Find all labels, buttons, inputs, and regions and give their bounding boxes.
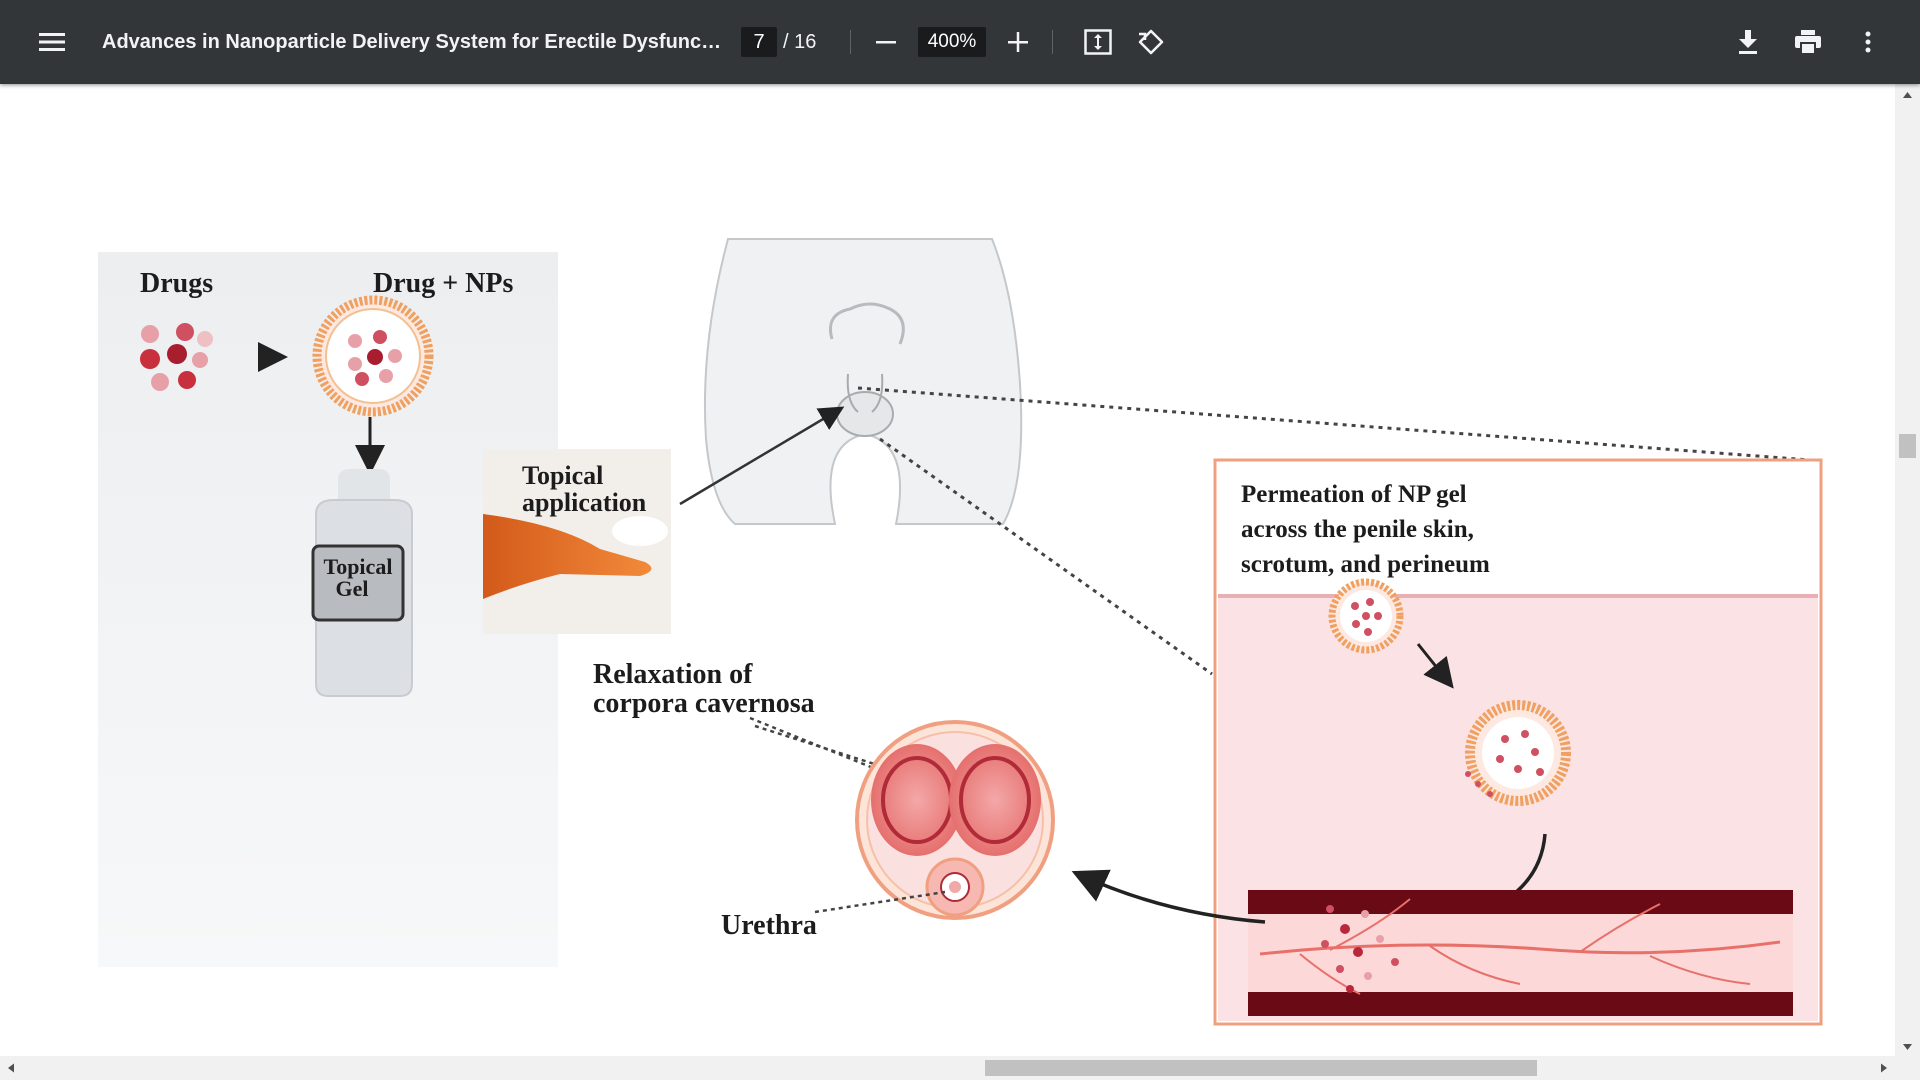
corpora-cavernosa-cross-section xyxy=(855,720,1055,920)
permeation-label-1: Permeation of NP gel xyxy=(1241,481,1467,508)
topical-application-label-1: Topical xyxy=(522,461,603,490)
drug-np-label: Drug + NPs xyxy=(373,268,514,299)
drugs-label: Drugs xyxy=(140,268,213,299)
nanoparticle-releasing xyxy=(1465,700,1571,806)
more-vert-icon[interactable] xyxy=(1848,22,1888,62)
relaxation-label-2: corpora cavernosa xyxy=(593,688,815,719)
topical-application-label-2: application xyxy=(522,488,647,517)
page-total: / 16 xyxy=(783,31,817,53)
topical-application-photo xyxy=(483,449,671,634)
pdf-viewport[interactable]: Drugs Drug + NPs xyxy=(0,84,1895,1056)
figure-canvas: Drugs Drug + NPs xyxy=(98,238,1823,1026)
arrow-down-right xyxy=(1416,643,1454,689)
page-number-input[interactable]: 7 xyxy=(741,27,777,57)
toolbar-divider xyxy=(1052,30,1053,54)
fit-to-page-icon[interactable] xyxy=(1078,22,1118,62)
topical-gel-label-1: Topical xyxy=(324,554,393,579)
scroll-down-icon xyxy=(1903,1044,1912,1050)
scroll-left-icon xyxy=(8,1063,14,1073)
topical-gel-label-2: Gel xyxy=(336,576,369,601)
scroll-up-icon xyxy=(1903,92,1912,98)
pdf-toolbar: Advances in Nanoparticle Delivery System… xyxy=(0,0,1920,84)
toolbar-divider xyxy=(850,30,851,54)
vertical-scrollbar[interactable] xyxy=(1895,84,1920,1056)
application-arrow xyxy=(679,406,845,506)
scroll-right-icon xyxy=(1881,1063,1887,1073)
urethra-pointer xyxy=(814,890,946,914)
zoom-level-input[interactable]: 400% xyxy=(918,27,986,57)
nanoparticle-permeating xyxy=(1328,578,1404,654)
hamburger-menu-icon[interactable] xyxy=(32,22,72,62)
body-silhouette xyxy=(703,238,1023,525)
arrow-to-cross-section xyxy=(1071,869,1266,924)
horizontal-scrollbar[interactable] xyxy=(0,1056,1920,1080)
plus-icon[interactable] xyxy=(998,22,1038,62)
document-title: Advances in Nanoparticle Delivery System… xyxy=(102,31,722,53)
relaxation-label-1: Relaxation of xyxy=(593,659,753,690)
vertical-scroll-thumb xyxy=(1899,434,1916,458)
urethra-label: Urethra xyxy=(721,910,817,941)
minus-icon[interactable] xyxy=(866,22,906,62)
drug-molecules xyxy=(140,323,213,391)
blood-vessel xyxy=(1248,890,1793,1016)
horizontal-scroll-thumb xyxy=(985,1060,1537,1076)
print-icon[interactable] xyxy=(1788,22,1828,62)
permeation-label-3: scrotum, and perineum xyxy=(1241,551,1490,578)
download-icon[interactable] xyxy=(1728,22,1768,62)
zoom-line-top xyxy=(857,386,1811,462)
permeation-label-2: across the penile skin, xyxy=(1241,516,1474,543)
gel-bottle xyxy=(311,469,413,697)
rotate-icon[interactable] xyxy=(1131,22,1171,62)
nanoparticle-drug xyxy=(312,295,434,417)
